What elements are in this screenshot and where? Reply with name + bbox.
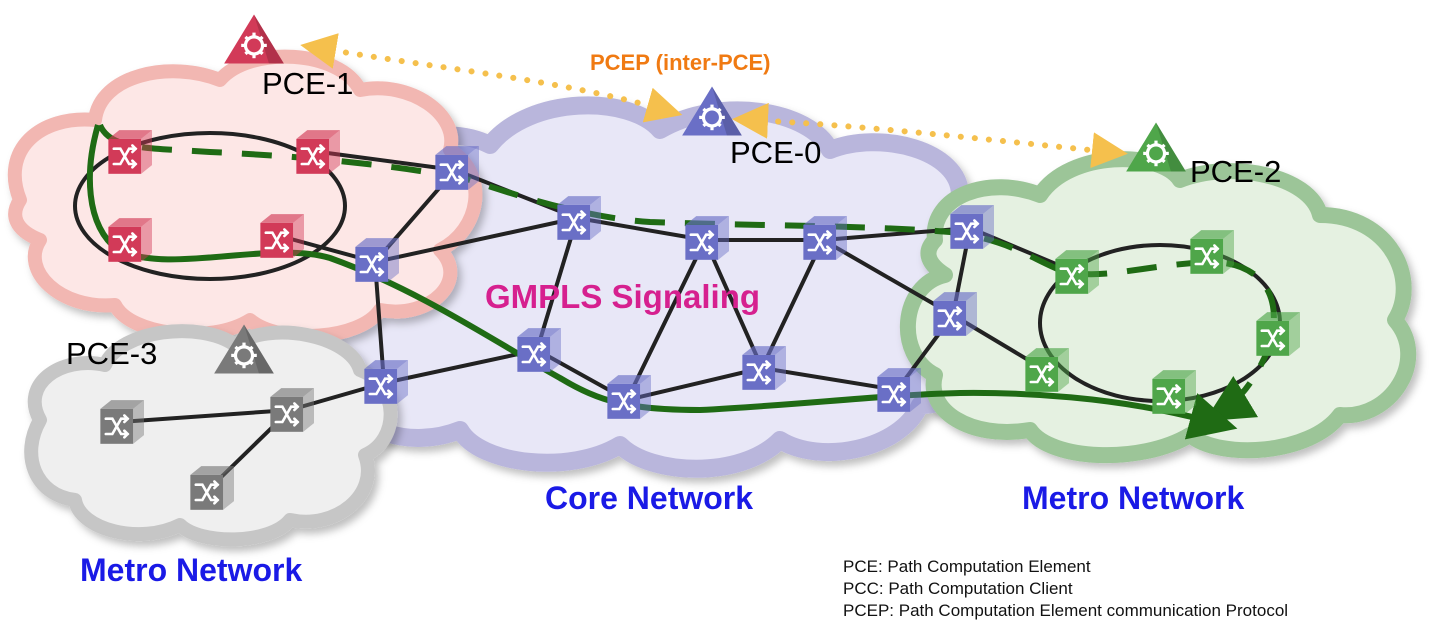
switch-gray-3 [189,464,234,512]
switch-core-3 [684,214,729,262]
switch-core-10 [363,358,408,406]
switch-core-7 [932,290,977,338]
metro-network-right-label: Metro Network [1022,480,1245,516]
pce-2-label: PCE-2 [1190,154,1282,189]
switch-core-12 [876,366,921,414]
switch-green-5 [1151,368,1196,416]
switch-gray-2 [269,386,314,434]
red-ring [73,131,347,281]
switch-green-3 [1255,310,1300,358]
switch-red-1 [107,128,152,176]
metro-gray-cloud [24,324,398,547]
solid-path [86,124,1238,440]
switch-core-1 [434,144,479,192]
switch-red-3 [107,216,152,264]
switch-red-2 [295,128,340,176]
metro-network-left-label: Metro Network [80,552,303,588]
pcep-label: PCEP (inter-PCE) [590,50,771,75]
switch-green-2 [1189,228,1234,276]
switch-core-6 [354,236,399,284]
legend-pce: PCE: Path Computation Element [843,557,1091,576]
legend: PCE: Path Computation Element PCC: Path … [843,556,1288,622]
switch-core-11 [606,373,651,421]
core-network-label: Core Network [545,480,754,516]
pce-3-label: PCE-3 [66,336,158,371]
legend-pcep: PCEP: Path Computation Element communica… [843,601,1289,620]
pce-1-icon [222,12,286,66]
pce-2-icon [1124,120,1188,174]
switch-core-2 [556,194,601,242]
pce-1-label: PCE-1 [262,66,354,101]
switch-red-4 [259,212,304,260]
gmpls-label: GMPLS Signaling [485,278,761,315]
switch-green-1 [1054,248,1099,296]
switch-core-4 [802,214,847,262]
legend-pcc: PCC: Path Computation Client [843,579,1073,598]
pcep-links [300,33,1128,169]
switch-green-4 [1024,346,1069,394]
switch-core-9 [741,344,786,392]
switch-core-5 [949,203,994,251]
switch-gray-1 [99,398,144,446]
pce-0-label: PCE-0 [730,135,822,170]
switch-core-8 [516,326,561,374]
